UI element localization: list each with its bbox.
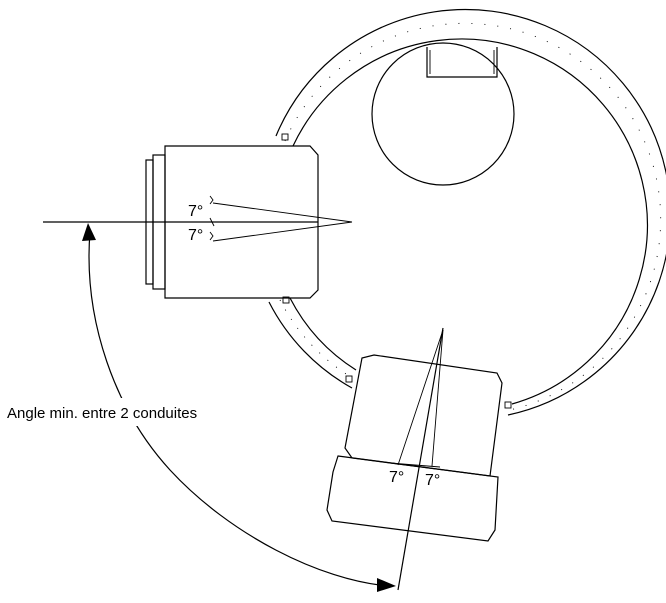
angle-label-left-lower: 7° <box>188 227 203 244</box>
angle-label-bottom-right: 7° <box>425 472 440 489</box>
bottom-pipe <box>326 327 503 591</box>
inner-circle <box>371 42 515 186</box>
angle-label-left-upper: 7° <box>188 203 203 220</box>
joint-markers <box>281 133 512 409</box>
min-angle-label: Angle min. entre 2 conduites <box>7 405 197 422</box>
outer-ring <box>275 8 666 416</box>
lower-ring-segment <box>268 297 357 389</box>
angle-dimension <box>82 223 396 592</box>
arrow-up-icon <box>82 223 96 241</box>
left-pipe <box>43 145 353 299</box>
arrow-right-icon <box>377 578 396 592</box>
angle-label-bottom-left: 7° <box>389 469 404 486</box>
